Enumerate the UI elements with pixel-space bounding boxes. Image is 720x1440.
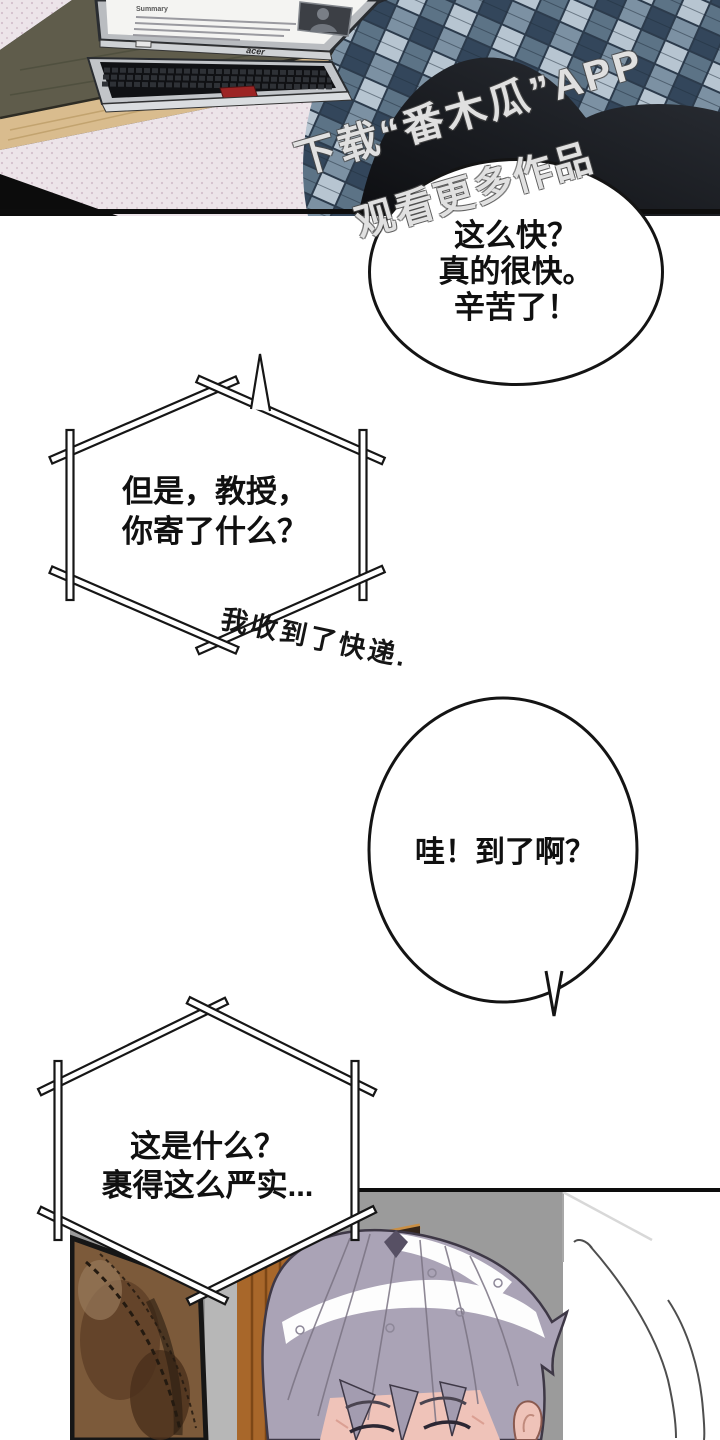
package-wrap-curve <box>589 1245 677 1439</box>
hair-dot <box>455 1307 465 1317</box>
laptop-hinge-latch <box>135 40 152 48</box>
hair-dot <box>295 1325 305 1335</box>
bang-strand <box>439 1381 467 1437</box>
package-corner-shading <box>562 1192 653 1242</box>
panel1-bottom-border <box>0 209 720 214</box>
hexagon2-fill <box>58 1010 355 1293</box>
hair-strands <box>287 1233 519 1425</box>
panel-top-scene: Summary acer <box>0 0 720 216</box>
ear-inner <box>522 1414 535 1433</box>
screen-doc-lines <box>132 16 297 41</box>
bubble1-line: 这么快？ <box>454 218 578 253</box>
laptop-brand-logo: acer <box>246 45 266 57</box>
hexagon2-line: 裹得这么严实... <box>101 1168 314 1203</box>
laptop: Summary acer <box>86 0 383 113</box>
hair-dot <box>427 1268 437 1278</box>
bang-strand <box>338 1378 376 1440</box>
speech-bubble-2 <box>367 696 639 1017</box>
hexagon2-line: 这是什么？ <box>130 1129 285 1164</box>
picture-frame <box>70 1234 209 1440</box>
hexagon1-fill <box>70 388 363 642</box>
bang-strand <box>389 1383 419 1440</box>
character-head <box>261 1228 570 1440</box>
screen-doc-title: Summary <box>136 6 168 13</box>
package-wrap-curve <box>667 1299 706 1440</box>
hexagon1-sticks <box>48 374 387 656</box>
map-dashed-arc <box>85 1260 182 1431</box>
hexagon-bubble-1 <box>48 353 387 656</box>
hair-white-band <box>282 1279 545 1344</box>
hexagon1-tail-spike <box>249 353 272 412</box>
blush-lines <box>335 1415 485 1429</box>
bubble2-tail <box>544 970 564 1017</box>
bubble2-text: 哇！到了啊？ <box>415 836 595 869</box>
shadow-corner <box>0 174 118 216</box>
hexagon1-line: 你寄了什么？ <box>122 514 308 549</box>
speech-bubble-1: 这么快？ 真的很快。 辛苦了！ <box>368 158 664 386</box>
panel-bottom-scene <box>70 1192 720 1440</box>
ear <box>513 1400 543 1440</box>
eyebrows <box>345 1396 467 1410</box>
hexagon2-text: 这是什么？ 裹得这么严实... <box>40 1127 375 1205</box>
photo-silhouette-head <box>317 8 329 20</box>
photo-silhouette-shoulders <box>310 23 337 32</box>
hexagon1-line: 但是，教授， <box>122 474 308 509</box>
hexagon-bubble-2 <box>36 995 378 1307</box>
laptop-front-edge <box>101 91 353 113</box>
map-blotch <box>78 1260 122 1320</box>
hair-dot <box>493 1278 503 1288</box>
bubble2-body <box>367 696 639 1004</box>
package <box>562 1192 720 1440</box>
bubble1-line: 真的很快。 <box>438 254 594 289</box>
keyboard-keys <box>101 67 335 90</box>
bubble1-line: 辛苦了！ <box>454 290 578 325</box>
hexagon1-text: 但是，教授， 你寄了什么？ <box>60 472 370 552</box>
hair-parting <box>384 1230 408 1258</box>
laptop-bezel <box>99 39 333 61</box>
hexagon2-sticks <box>36 995 378 1307</box>
closed-eyes <box>349 1420 471 1434</box>
hair-dot <box>385 1323 395 1333</box>
map-streak <box>145 1297 183 1436</box>
